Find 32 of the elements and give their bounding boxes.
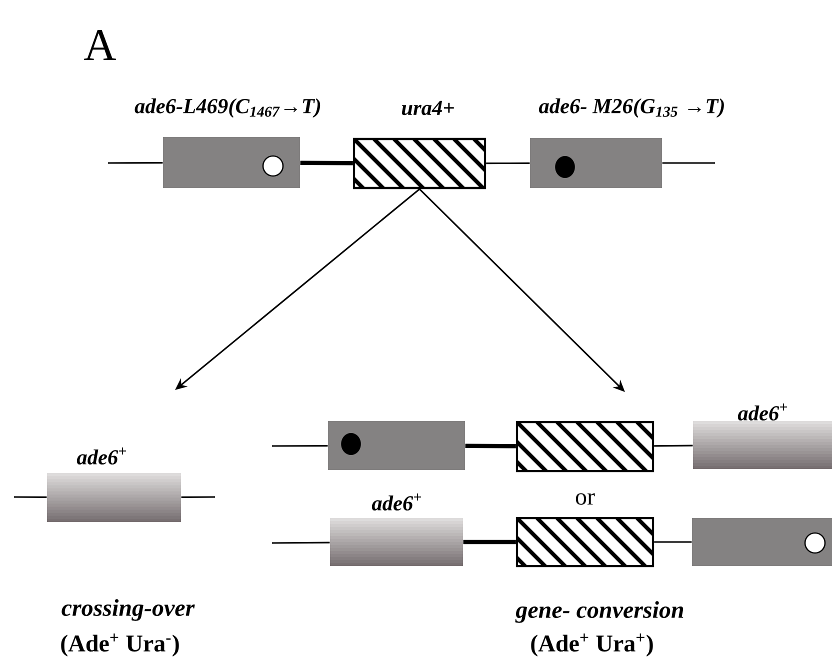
gene-label: ade6$^{+}$ [738,404,787,420]
gene-box [692,518,832,566]
dna-line [654,541,692,543]
open-circle [804,532,826,554]
hatched-box [516,516,654,568]
conjunction-text: or [576,493,595,505]
filled-dot [341,433,361,455]
dna-line [272,444,328,447]
gene-box [328,421,465,470]
open-circle [262,155,284,177]
caption: (Ade$^{+}$ Ura$^{+}$) [531,634,653,656]
gene-label: ura4+ [402,100,454,116]
gene-label: ade6- M26(G$_{135}$ →T) [538,98,724,118]
dna-line [486,162,530,164]
filled-dot [555,156,575,178]
dna-line [108,162,163,164]
caption: crossing-over [62,599,195,621]
dna-line [14,496,47,498]
caption: (Ade$^{+}$ Ura$^{-}$) [61,634,179,656]
hatched-box [516,420,654,472]
dna-line [272,542,330,544]
dna-line [662,162,715,164]
title-letter: A [84,30,116,60]
dna-line [654,444,693,447]
gene-label: ade6$^{+}$ [372,494,421,510]
dna-line [300,160,353,166]
dna-line [463,540,516,544]
caption: gene- conversion [515,601,684,623]
dna-line [465,444,516,448]
dna-line [181,496,215,498]
gene-label: ade6-L469(C$_{1467}$→T) [134,98,320,118]
gene-label: ade6$^{+}$ [76,448,126,464]
